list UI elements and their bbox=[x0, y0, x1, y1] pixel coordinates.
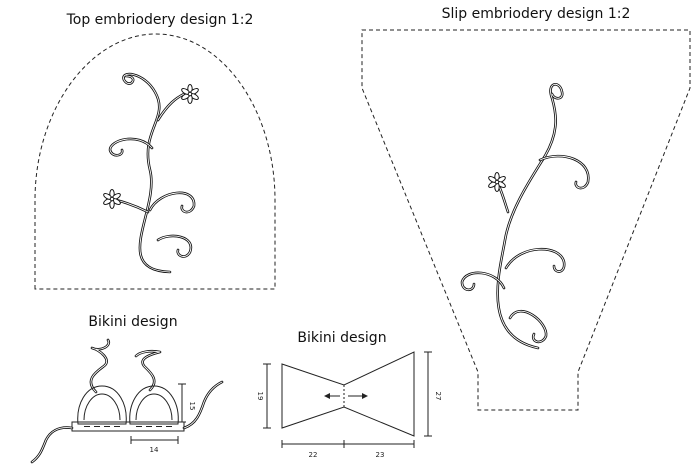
dim-height-label: 15 bbox=[188, 402, 196, 411]
top-embroidery-panel: Top embriodery design 1:2 bbox=[34, 12, 276, 290]
top-embroidery-motif bbox=[102, 72, 200, 274]
bikini-right-title: Bikini design bbox=[297, 330, 386, 346]
dim-bottom-right-label: 23 bbox=[376, 451, 385, 459]
bikini-design-left: Bikini design bbox=[30, 314, 224, 464]
dim-left-label: 19 bbox=[256, 392, 264, 401]
dim-width-label: 14 bbox=[150, 446, 159, 454]
slip-panel-outline bbox=[361, 29, 691, 411]
dim-bottom-left-label: 22 bbox=[309, 451, 318, 459]
flower-icon bbox=[487, 172, 507, 192]
flower-icon bbox=[102, 189, 122, 209]
bikini-left-dimensions: 15 14 bbox=[130, 383, 196, 454]
bikini-right-dimensions: 19 27 22 23 bbox=[256, 351, 442, 459]
bikini-design-right: Bikini design 19 27 22 23 bbox=[256, 330, 442, 459]
slip-embroidery-motif bbox=[460, 83, 590, 350]
top-panel-title: Top embriodery design 1:2 bbox=[66, 12, 254, 28]
bikini-left-title: Bikini design bbox=[88, 314, 177, 330]
top-panel-outline bbox=[34, 33, 276, 290]
grain-arrows bbox=[324, 393, 368, 399]
bikini-bow-pattern bbox=[281, 351, 415, 437]
bikini-top-illustration bbox=[30, 338, 224, 464]
slip-panel-title: Slip embriodery design 1:2 bbox=[442, 6, 631, 22]
slip-embroidery-panel: Slip embriodery design 1:2 bbox=[361, 6, 691, 411]
dim-right-label: 27 bbox=[434, 392, 442, 401]
